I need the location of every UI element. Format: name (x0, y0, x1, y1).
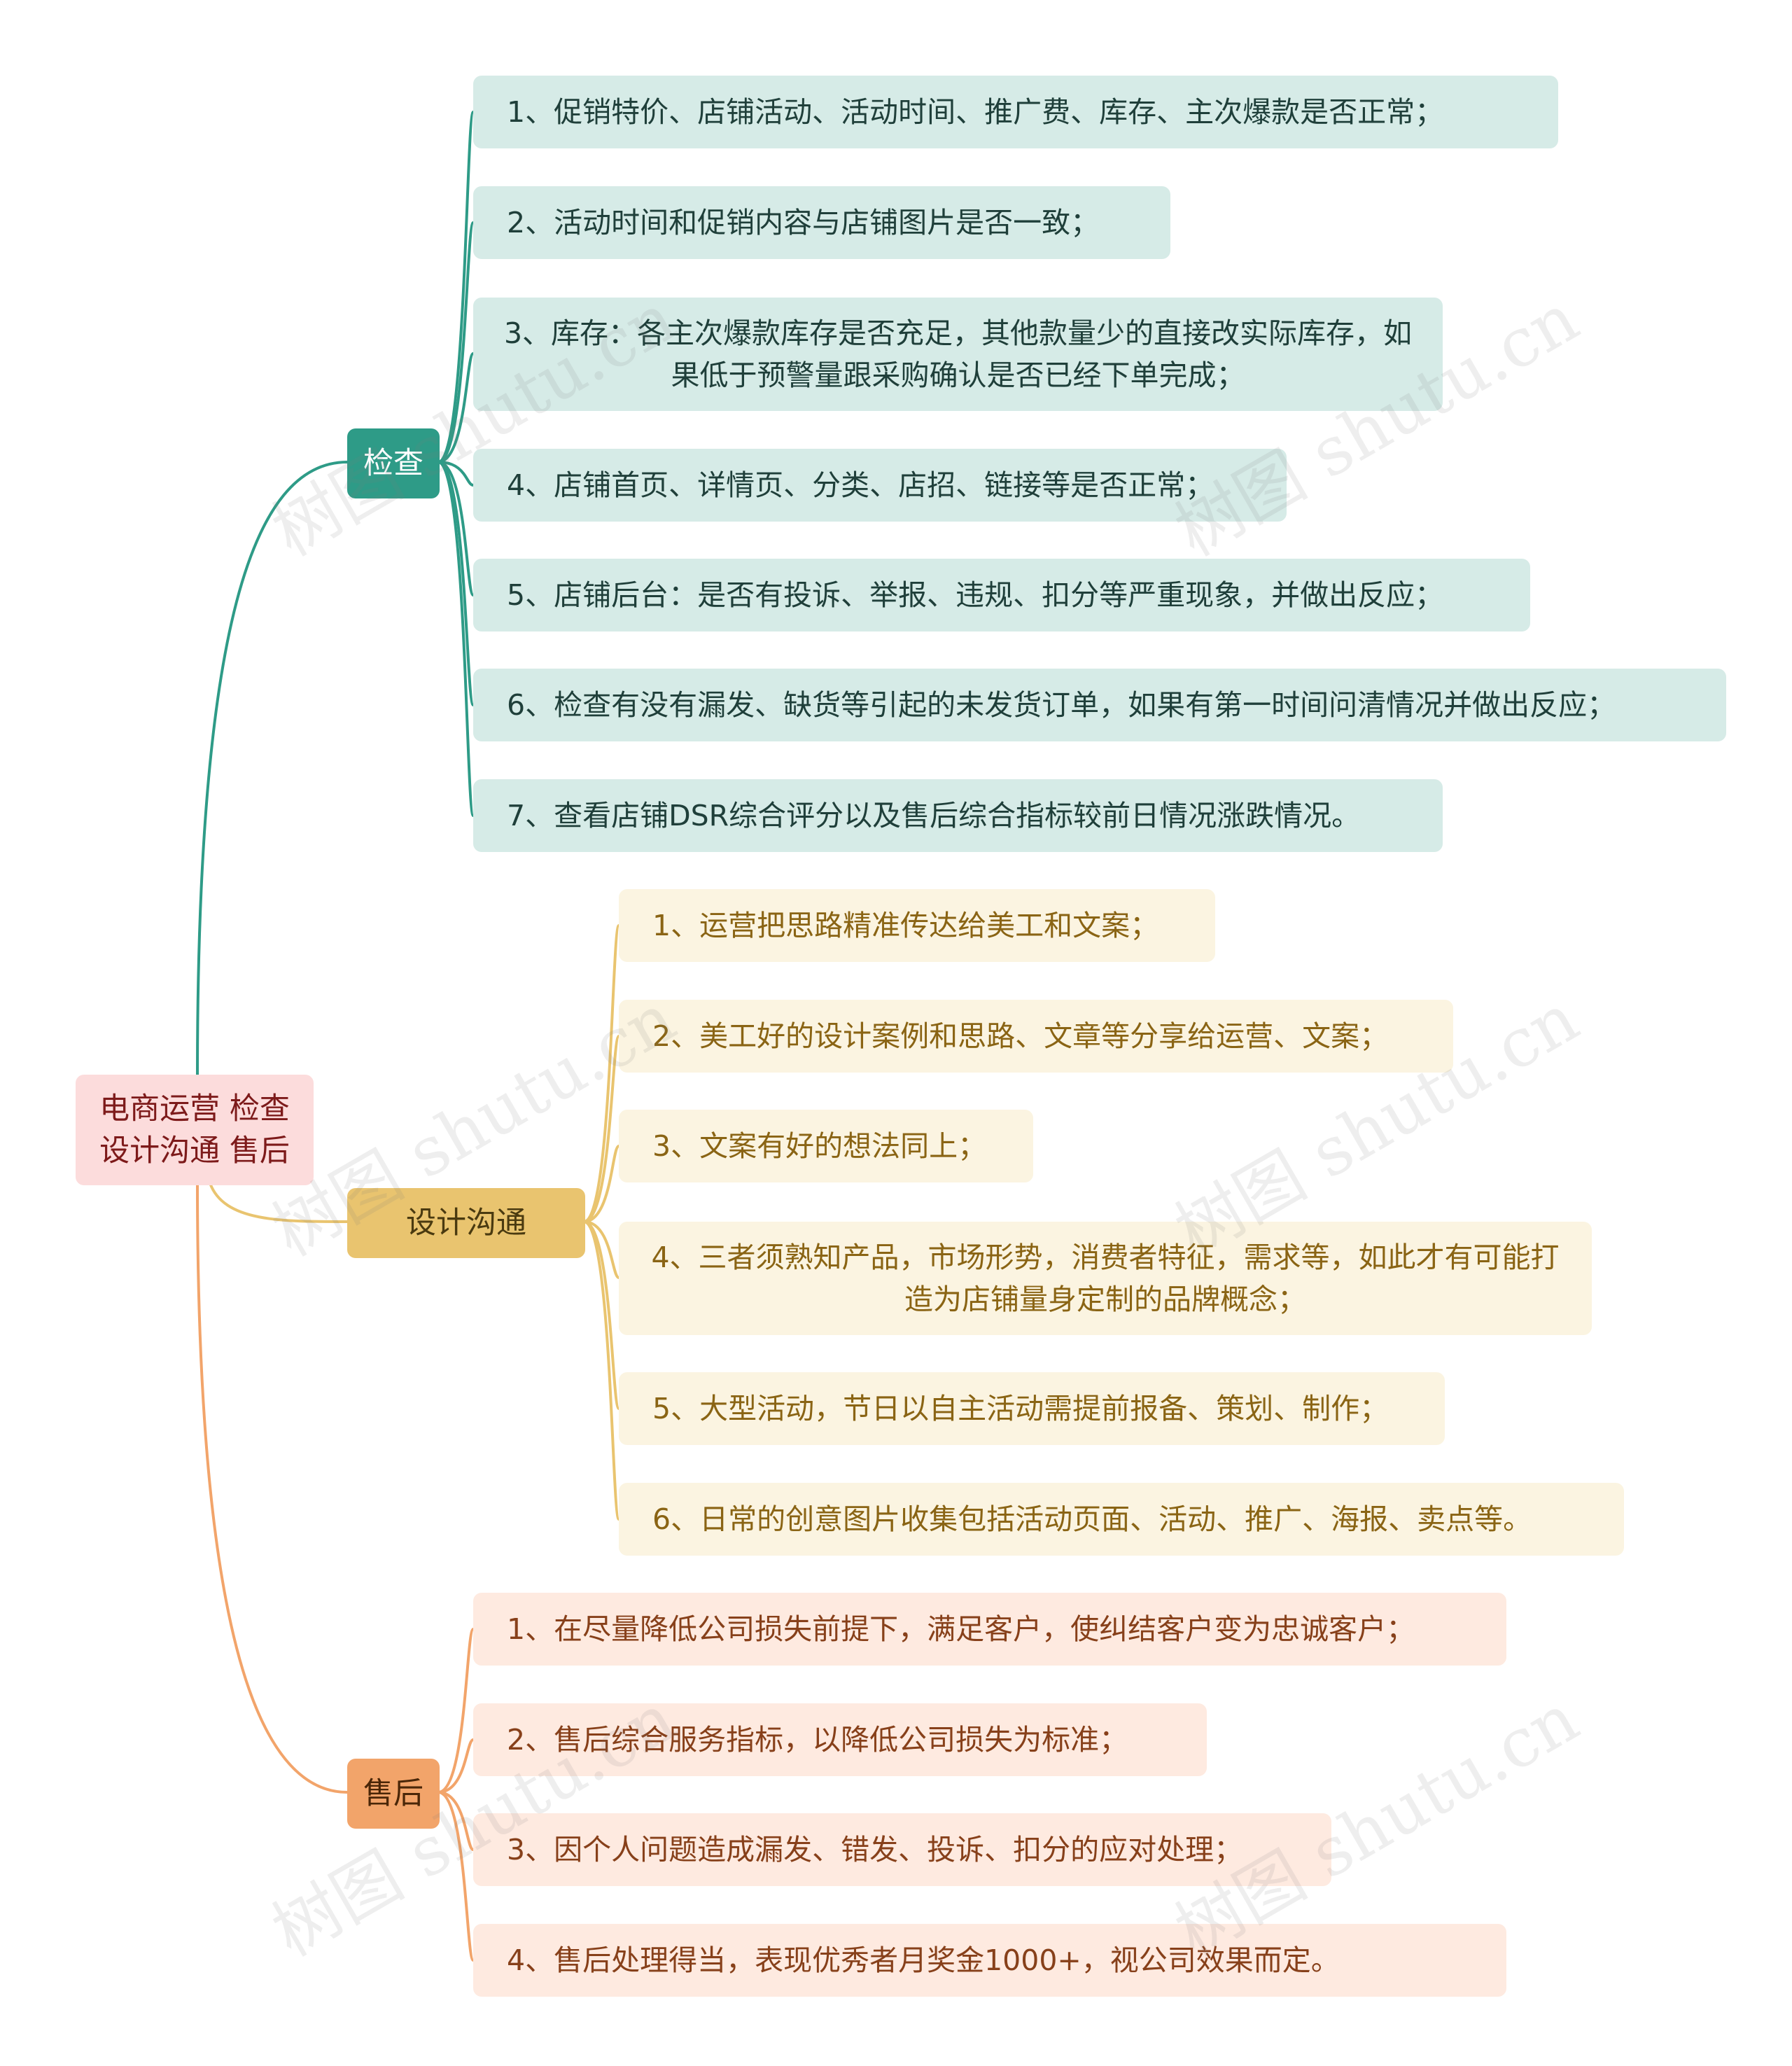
branch-check[interactable]: 检查 (347, 428, 440, 498)
root-topic-line2: 设计沟通 售后 (99, 1133, 290, 1168)
branch-design-communication[interactable]: 设计沟通 (347, 1188, 585, 1258)
branch-after-sales[interactable]: 售后 (347, 1759, 440, 1829)
check-item-3[interactable]: 3、库存：各主次爆款库存是否充足，其他款量少的直接改实际库存，如果低于预警量跟采… (473, 298, 1443, 411)
check-item-2[interactable]: 2、活动时间和促销内容与店铺图片是否一致； (473, 186, 1170, 259)
root-topic-line1: 电商运营 检查 (99, 1091, 290, 1126)
after-sales-item-4[interactable]: 4、售后处理得当，表现优秀者月奖金1000+，视公司效果而定。 (473, 1924, 1506, 1997)
check-item-1[interactable]: 1、促销特价、店铺活动、活动时间、推广费、库存、主次爆款是否正常； (473, 76, 1558, 148)
after-sales-item-3[interactable]: 3、因个人问题造成漏发、错发、投诉、扣分的应对处理； (473, 1813, 1331, 1886)
design-item-1[interactable]: 1、运营把思路精准传达给美工和文案； (619, 889, 1215, 962)
root-topic[interactable]: 电商运营 检查 设计沟通 售后 (76, 1075, 314, 1185)
design-item-4[interactable]: 4、三者须熟知产品，市场形势，消费者特征，需求等，如此才有可能打造为店铺量身定制… (619, 1222, 1592, 1335)
after-sales-item-1[interactable]: 1、在尽量降低公司损失前提下，满足客户，使纠结客户变为忠诚客户； (473, 1593, 1506, 1666)
design-item-5[interactable]: 5、大型活动，节日以自主活动需提前报备、策划、制作； (619, 1372, 1445, 1445)
check-item-6[interactable]: 6、检查有没有漏发、缺货等引起的未发货订单，如果有第一时间问清情况并做出反应； (473, 669, 1726, 741)
check-item-7[interactable]: 7、查看店铺DSR综合评分以及售后综合指标较前日情况涨跌情况。 (473, 779, 1443, 852)
check-item-4[interactable]: 4、店铺首页、详情页、分类、店招、链接等是否正常； (473, 449, 1287, 522)
design-item-3[interactable]: 3、文案有好的想法同上； (619, 1110, 1033, 1182)
after-sales-item-2[interactable]: 2、售后综合服务指标，以降低公司损失为标准； (473, 1703, 1207, 1776)
design-item-2[interactable]: 2、美工好的设计案例和思路、文章等分享给运营、文案； (619, 1000, 1453, 1073)
check-item-5[interactable]: 5、店铺后台：是否有投诉、举报、违规、扣分等严重现象，并做出反应； (473, 559, 1530, 631)
design-item-6[interactable]: 6、日常的创意图片收集包括活动页面、活动、推广、海报、卖点等。 (619, 1483, 1624, 1556)
